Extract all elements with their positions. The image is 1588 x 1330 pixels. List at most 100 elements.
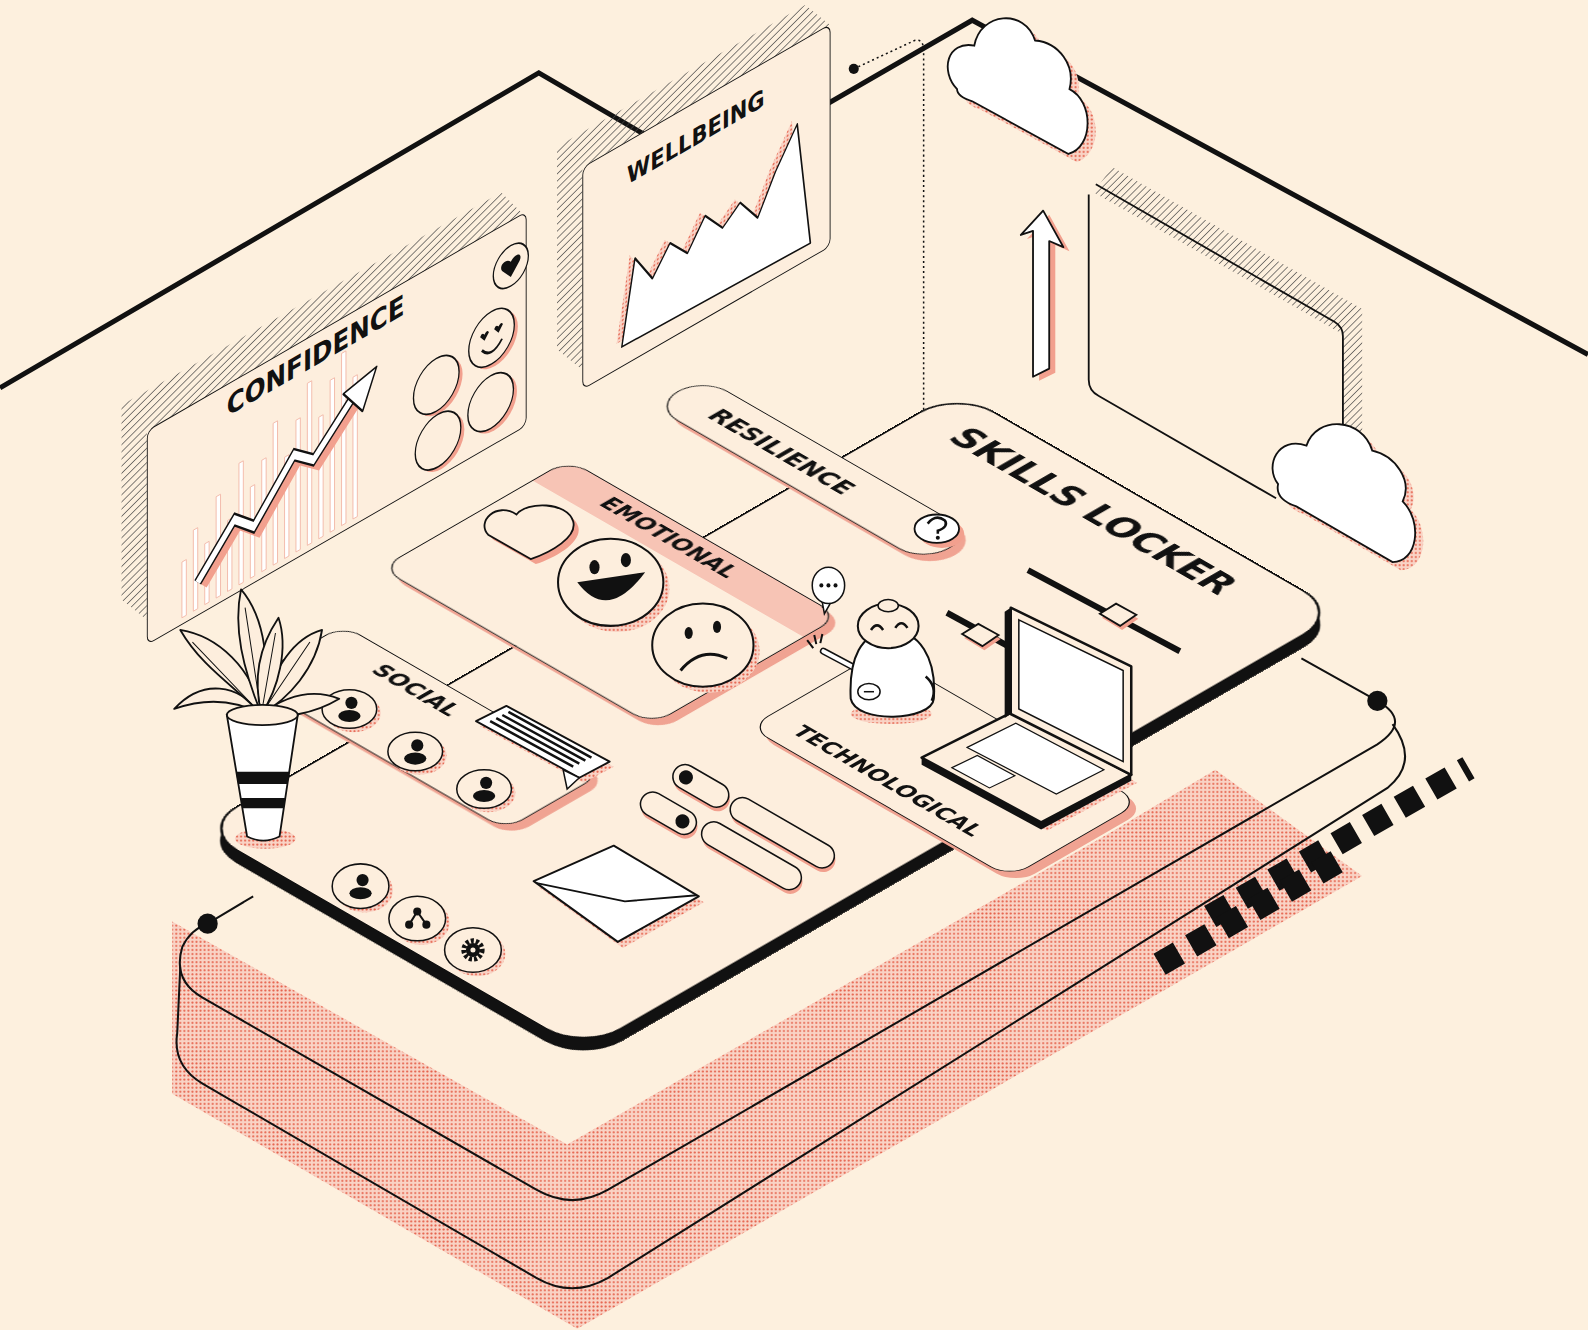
chart-panel: WELLBEING bbox=[582, 24, 830, 390]
confidence-chart bbox=[262, 458, 266, 572]
laptop bbox=[1019, 620, 1123, 762]
node-label: SKILLS LOCKER bbox=[941, 423, 1245, 598]
frown-face bbox=[652, 604, 753, 687]
laptop bbox=[1005, 608, 1011, 718]
laptop bbox=[922, 608, 1138, 831]
frown-face bbox=[658, 610, 759, 693]
node-label: TECHNOLOGICAL bbox=[787, 723, 988, 839]
potted-plant bbox=[261, 630, 322, 714]
question-bubble bbox=[928, 518, 946, 534]
up-arrow bbox=[1021, 211, 1070, 381]
toggle-switch bbox=[637, 792, 702, 843]
app-icon bbox=[470, 947, 475, 952]
person-icon bbox=[411, 739, 423, 751]
laptop bbox=[922, 712, 1132, 822]
confidence-chart bbox=[307, 381, 311, 546]
laptop bbox=[1011, 608, 1132, 775]
robot bbox=[858, 684, 880, 700]
cloud bbox=[948, 18, 1088, 154]
potted-plant bbox=[192, 608, 309, 714]
app-icon bbox=[413, 907, 421, 915]
app-icon bbox=[332, 864, 389, 909]
potted-plant bbox=[261, 694, 339, 716]
chat-bubble bbox=[476, 706, 610, 778]
person-icon bbox=[388, 732, 443, 770]
confidence-chart bbox=[182, 560, 186, 618]
slider-control bbox=[962, 624, 998, 646]
confidence-chart bbox=[203, 399, 359, 585]
window-frame bbox=[1089, 194, 1276, 498]
leader-line bbox=[849, 64, 859, 74]
app-icon bbox=[389, 896, 446, 941]
app-icon bbox=[449, 932, 506, 977]
slider-control bbox=[1100, 604, 1136, 626]
potted-plant bbox=[174, 589, 339, 848]
laptop bbox=[952, 756, 1015, 788]
app-icon bbox=[445, 928, 502, 973]
robot bbox=[871, 623, 907, 630]
confidence-chart bbox=[413, 345, 459, 424]
toggle-switch bbox=[697, 817, 806, 894]
potted-plant bbox=[227, 705, 298, 725]
person-icon bbox=[322, 690, 515, 813]
envelope-icon bbox=[537, 883, 697, 901]
potted-plant bbox=[235, 828, 296, 848]
stripe-bars bbox=[1160, 856, 1347, 964]
confidence-chart bbox=[250, 485, 254, 579]
app-icon bbox=[409, 911, 426, 924]
node-label: WELLBEING bbox=[627, 85, 765, 189]
app-icon bbox=[405, 921, 413, 929]
potted-plant bbox=[241, 798, 286, 808]
slider-control bbox=[964, 628, 1000, 650]
person-icon bbox=[473, 790, 495, 802]
speech-bubble bbox=[819, 583, 823, 587]
app-icon bbox=[332, 864, 505, 976]
frown-face bbox=[713, 621, 721, 633]
confidence-chart bbox=[239, 461, 243, 585]
toggle-switch bbox=[676, 768, 695, 787]
node-label: RESILIENCE bbox=[702, 407, 860, 498]
stripe-bars bbox=[1210, 768, 1468, 917]
confidence-chart bbox=[417, 347, 463, 426]
wellbeing-chart bbox=[617, 113, 806, 348]
confidence-chart bbox=[471, 365, 517, 444]
speech-bubble bbox=[822, 600, 832, 614]
confidence-chart bbox=[319, 415, 323, 539]
node-label: SOCIAL bbox=[366, 662, 464, 719]
confidence-chart bbox=[198, 396, 354, 582]
confidence-chart bbox=[198, 396, 354, 582]
person-icon bbox=[457, 770, 512, 808]
heart-icon bbox=[484, 505, 578, 564]
confidence-chart bbox=[182, 344, 357, 617]
leader-line bbox=[849, 40, 924, 437]
toggle-switch bbox=[726, 793, 839, 872]
toggle-switch bbox=[698, 822, 807, 899]
layer-outline bbox=[197, 914, 217, 934]
confidence-chart bbox=[182, 235, 528, 618]
cloud bbox=[1273, 424, 1416, 562]
robot bbox=[807, 634, 822, 648]
app-icon bbox=[464, 941, 482, 959]
robot bbox=[807, 600, 934, 725]
toggle-switch bbox=[724, 793, 841, 876]
smile-face bbox=[577, 572, 645, 600]
chat-bubble bbox=[476, 706, 614, 789]
frown-face bbox=[685, 627, 693, 639]
confidence-chart bbox=[501, 253, 520, 283]
smile-face bbox=[564, 545, 669, 632]
confidence-chart bbox=[228, 518, 232, 591]
potted-plant bbox=[174, 589, 339, 715]
smile-face bbox=[589, 560, 599, 574]
node-label: CONFIDENCE bbox=[227, 291, 405, 422]
stripe-bars bbox=[1160, 768, 1469, 964]
envelope-icon bbox=[534, 846, 699, 942]
window-frame bbox=[1096, 184, 1343, 476]
potted-plant bbox=[258, 618, 283, 714]
confidence-chart bbox=[342, 351, 346, 526]
heart-icon bbox=[490, 510, 579, 564]
toggle-switch bbox=[636, 788, 701, 839]
speech-bubble bbox=[812, 567, 844, 614]
toggle-switch bbox=[635, 760, 842, 898]
